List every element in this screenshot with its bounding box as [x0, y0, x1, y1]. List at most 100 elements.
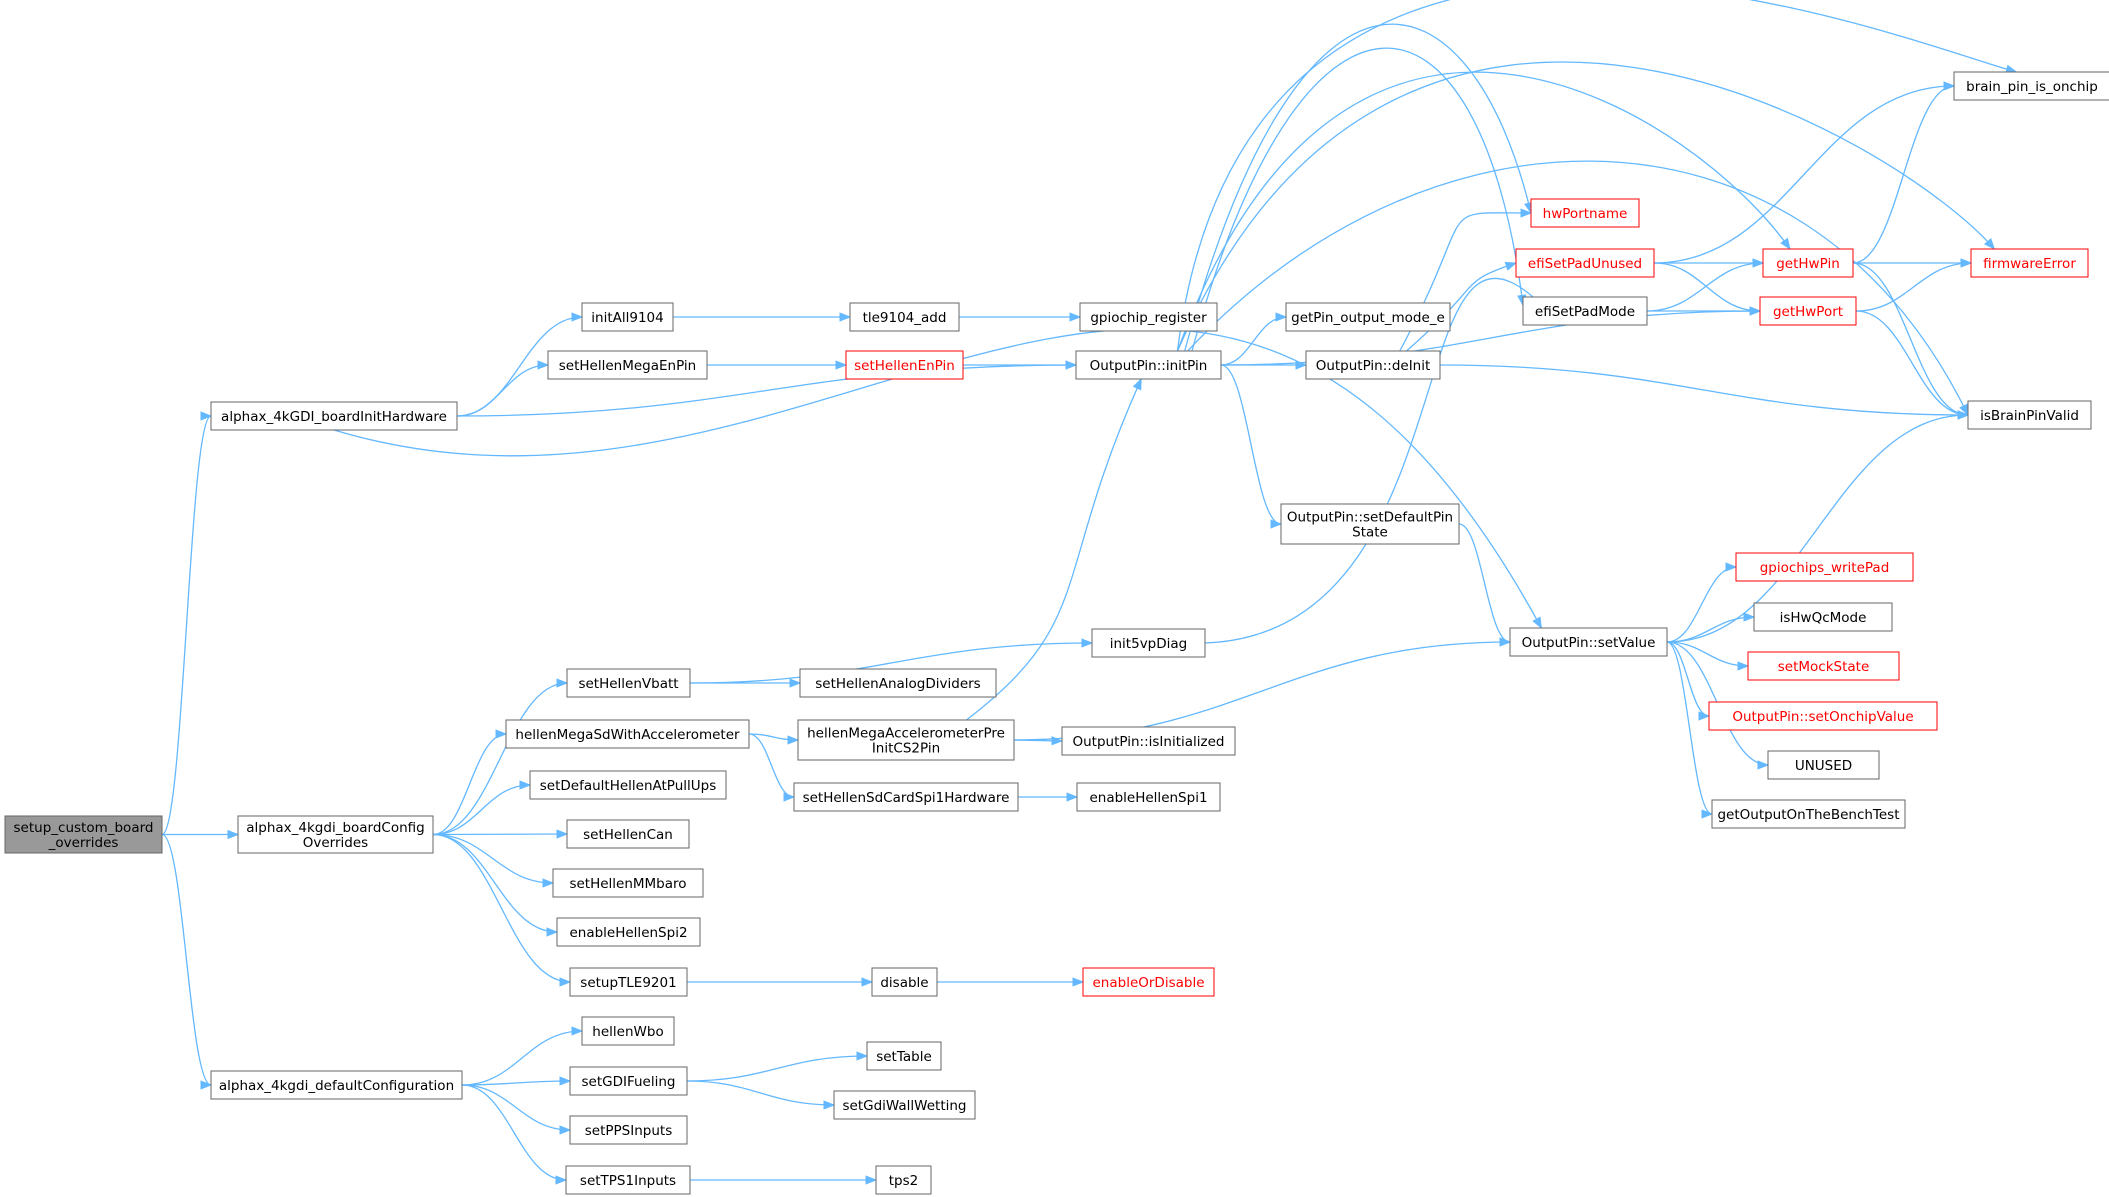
node-label: OutputPin::setValue — [1522, 635, 1656, 651]
node-sethellenanalogdividers[interactable]: setHellenAnalogDividers — [799, 668, 997, 698]
node-label: enableHellenSpi1 — [1089, 790, 1207, 806]
node-efisetpadunused[interactable]: efiSetPadUnused — [1515, 248, 1655, 278]
edge-deInit-to-hwPortname — [1399, 208, 1533, 352]
node-label: alphax_4kgdi_boardConfig — [246, 820, 425, 836]
node-brain-pin-is-onchip[interactable]: brain_pin_is_onchip — [1953, 71, 2109, 101]
node-box — [1953, 71, 2109, 101]
node-box — [505, 719, 750, 749]
node-box — [1767, 750, 1880, 780]
node-box — [1076, 782, 1221, 812]
node-sethellenenpin[interactable]: setHellenEnPin — [845, 350, 964, 380]
node-init5vpdiag[interactable]: init5vpDiag — [1091, 628, 1206, 658]
node-tle9104-add[interactable]: tle9104_add — [849, 302, 960, 332]
node-label: setup_custom_board — [14, 820, 154, 836]
node-sethellenvbatt[interactable]: setHellenVbatt — [566, 668, 691, 698]
node-setppsinputs[interactable]: setPPSInputs — [569, 1115, 688, 1145]
node-settps1inputs[interactable]: setTPS1Inputs — [565, 1165, 691, 1195]
node-gethwport[interactable]: getHwPort — [1759, 296, 1857, 326]
node-gethwpin[interactable]: getHwPin — [1762, 248, 1854, 278]
node-unused[interactable]: UNUSED — [1767, 750, 1880, 780]
node-gpiochip-register[interactable]: gpiochip_register — [1079, 302, 1218, 332]
node-sethellenmmbaro[interactable]: setHellenMMbaro — [552, 868, 704, 898]
node-setdefaulthellenatpullups[interactable]: setDefaultHellenAtPullUps — [529, 770, 727, 800]
node-label: enableOrDisable — [1092, 975, 1204, 991]
node-hellenmegasdwithaccelerometer[interactable]: hellenMegaSdWithAccelerometer — [505, 719, 750, 749]
node-ishwqcmode[interactable]: isHwQcMode — [1753, 602, 1893, 632]
node-outputpin-setvalue[interactable]: OutputPin::setValue — [1509, 627, 1668, 657]
node-outputpin-initpin[interactable]: OutputPin::initPin — [1075, 350, 1222, 380]
node-isbrainpinvalid[interactable]: isBrainPinValid — [1967, 400, 2092, 430]
node-enablehellenspi1[interactable]: enableHellenSpi1 — [1076, 782, 1221, 812]
node-setup-custom-board-overrides[interactable]: setup_custom_board_overrides — [4, 815, 163, 854]
node-label: isHwQcMode — [1780, 610, 1867, 626]
node-box — [547, 350, 708, 380]
node-box — [552, 868, 704, 898]
node-label: getPin_output_mode_e — [1291, 310, 1445, 326]
node-enableordisable[interactable]: enableOrDisable — [1082, 967, 1215, 997]
node-sethellenmegaenpin[interactable]: setHellenMegaEnPin — [547, 350, 708, 380]
node-sethellensdcardspi1hardware[interactable]: setHellenSdCardSpi1Hardware — [793, 782, 1019, 812]
node-efisetpadmode[interactable]: efiSetPadMode — [1522, 296, 1648, 326]
node-label: setGDIFueling — [582, 1074, 676, 1090]
node-tps2[interactable]: tps2 — [875, 1165, 932, 1195]
node-setgdiwallwetting[interactable]: setGdiWallWetting — [833, 1090, 976, 1120]
node-getoutputonthebenchtest[interactable]: getOutputOnTheBenchTest — [1711, 799, 1906, 829]
node-alphax-4kgdi-defaultconfiguration[interactable]: alphax_4kgdi_defaultConfiguration — [210, 1070, 463, 1100]
node-label: getHwPort — [1773, 304, 1843, 320]
edge-hellenMegaAccel-to-setValue — [1013, 637, 1512, 741]
edge-defCfg-to-hellenWbo — [461, 1026, 584, 1086]
node-label: setHellenMegaEnPin — [559, 358, 697, 374]
node-box — [237, 815, 434, 854]
node-box — [793, 782, 1019, 812]
node-label: setTPS1Inputs — [580, 1173, 676, 1189]
node-box — [1753, 602, 1893, 632]
node-box — [1708, 701, 1938, 731]
node-box — [569, 967, 688, 997]
node-setuptle9201[interactable]: setupTLE9201 — [569, 967, 688, 997]
node-initall9104[interactable]: initAll9104 — [581, 302, 674, 332]
edge-cfgOv-to-setupTLE9201 — [432, 833, 572, 987]
node-label: OutputPin::initPin — [1090, 358, 1208, 374]
node-label: OutputPin::deInit — [1316, 358, 1431, 374]
edge-initPin-to-setDefPin — [1220, 364, 1283, 529]
node-box — [1967, 400, 2092, 430]
edge-efiSetPadMode-to-getHwPin — [1646, 258, 1765, 312]
node-box — [1280, 503, 1460, 545]
node-gpiochips-writepad[interactable]: gpiochips_writePad — [1735, 552, 1914, 582]
node-sethellencan[interactable]: setHellenCan — [566, 819, 690, 849]
node-alphax-4kgdi-boardinithardware[interactable]: alphax_4kGDI_boardInitHardware — [210, 401, 458, 431]
edge-initHw-to-setValue — [333, 328, 1542, 630]
node-outputpin-deinit[interactable]: OutputPin::deInit — [1305, 350, 1441, 380]
node-enablehellenspi2[interactable]: enableHellenSpi2 — [556, 917, 701, 947]
node-box — [1082, 967, 1215, 997]
node-outputpin-setonchipvalue[interactable]: OutputPin::setOnchipValue — [1708, 701, 1938, 731]
node-box — [871, 967, 938, 997]
node-label: firmwareError — [1983, 256, 2076, 272]
edge-efiSetPadUnused-to-getHwPort — [1653, 262, 1762, 316]
node-label: setHellenEnPin — [854, 358, 955, 374]
node-setgdifueling[interactable]: setGDIFueling — [569, 1066, 688, 1096]
node-outputpin-isinitialized[interactable]: OutputPin::isInitialized — [1061, 726, 1236, 756]
node-settable[interactable]: setTable — [866, 1041, 942, 1071]
node-label: init5vpDiag — [1110, 636, 1188, 652]
edge-defCfg-to-setTPS1Inputs — [461, 1084, 568, 1185]
edge-defCfg-to-setGDIFueling — [461, 1076, 572, 1086]
node-label: tps2 — [889, 1173, 919, 1189]
node-disable[interactable]: disable — [871, 967, 938, 997]
node-setmockstate[interactable]: setMockState — [1747, 651, 1900, 681]
node-hellenwbo[interactable]: hellenWbo — [581, 1016, 675, 1046]
edge-initHw-to-initPin — [456, 360, 1078, 417]
node-hwportname[interactable]: hwPortname — [1530, 198, 1640, 228]
node-getpin-output-mode-e[interactable]: getPin_output_mode_e — [1285, 302, 1451, 332]
edge-setGDIFueling-to-setGdiWallWetting — [686, 1080, 836, 1110]
edge-getHwPin-to-isBrainPinValid — [1852, 262, 1970, 420]
edge-cfgOv-to-hellenMegaSd — [432, 729, 508, 836]
node-box — [566, 668, 691, 698]
edge-initPin-to-isBrainPinValid — [1162, 160, 1969, 417]
node-firmwareerror[interactable]: firmwareError — [1970, 248, 2089, 278]
node-label: setupTLE9201 — [580, 975, 676, 991]
